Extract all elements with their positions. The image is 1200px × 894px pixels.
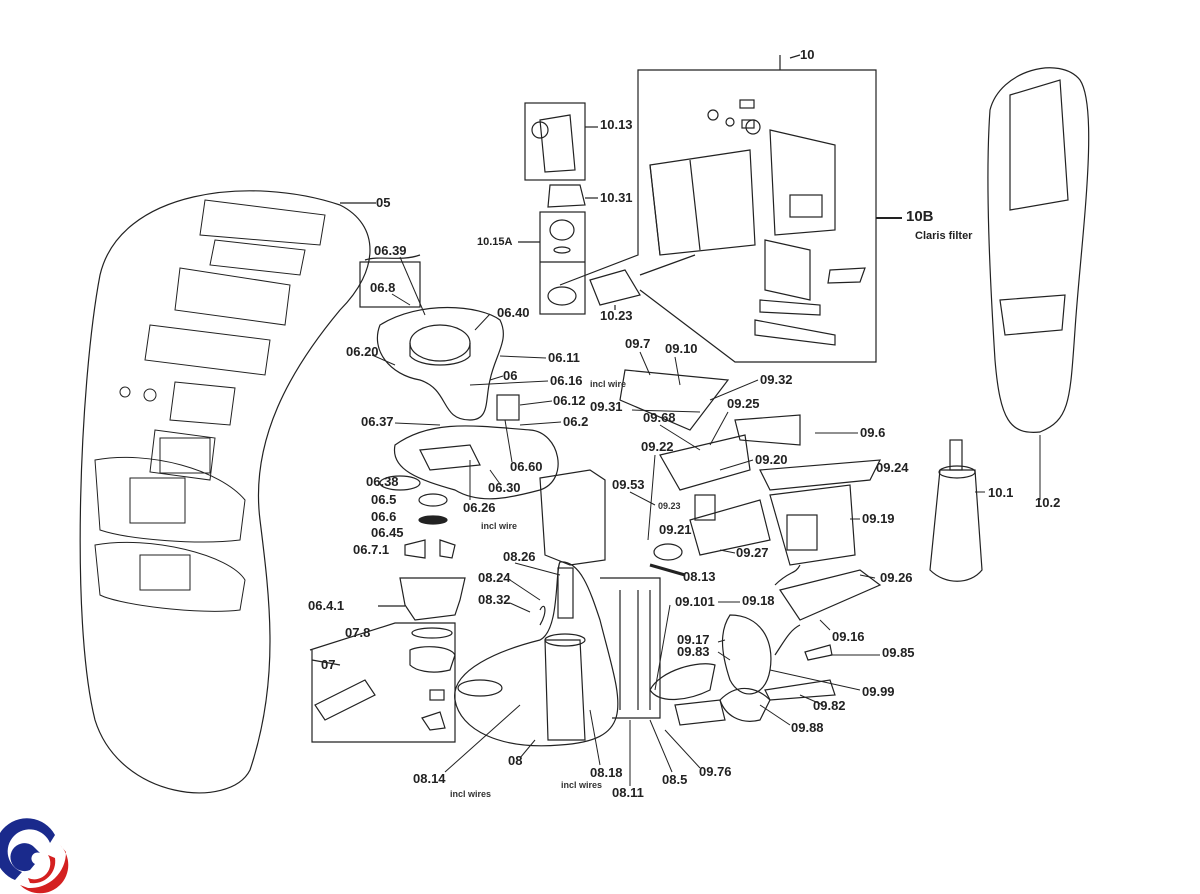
label-09-85: 09.85 (882, 645, 915, 660)
label-09-76: 09.76 (699, 764, 732, 779)
label-10b: 10B (906, 208, 934, 225)
label-06-2: 06.2 (563, 414, 589, 429)
label-10-31: 10.31 (600, 190, 633, 205)
label-06-30: 06.30 (488, 480, 521, 495)
brand-logo (0, 818, 69, 894)
label-08: 08 (508, 753, 523, 768)
label-08-32: 08.32 (478, 592, 511, 607)
label-09-10: 09.10 (665, 341, 698, 356)
label-06-60: 06.60 (510, 459, 543, 474)
label-09-32: 09.32 (760, 372, 793, 387)
valve-group-outline (619, 369, 730, 431)
label-08-14: 08.14 (413, 771, 446, 786)
label-06-37: 06.37 (361, 414, 394, 429)
label-06-16: 06.16 (550, 373, 583, 388)
label-09-16: 09.16 (832, 629, 865, 644)
label-09-20: 09.20 (755, 452, 788, 467)
chassis-frame (539, 469, 606, 566)
label-08-13: 08.13 (683, 569, 716, 584)
label-09-17: 09.17 (677, 632, 710, 647)
label-09-19: 09.19 (862, 511, 895, 526)
label-08-18: 08.18 (590, 765, 623, 780)
label-08-5: 08.5 (662, 772, 688, 787)
label-09-82: 09.82 (813, 698, 846, 713)
label-08-18-note: incl wires (561, 780, 603, 790)
label-09-83: 09.83 (677, 644, 710, 659)
leader-lines (371, 256, 1041, 786)
label-10-13: 10.13 (600, 117, 633, 132)
part-10-15a-box (539, 211, 586, 315)
label-09-22: 09.22 (641, 439, 674, 454)
label-07-8: 07.8 (345, 625, 371, 640)
label-09-99: 09.99 (862, 684, 895, 699)
label-06-11: 06.11 (548, 350, 580, 365)
label-10-23: 10.23 (600, 308, 633, 323)
label-05: 05 (376, 195, 391, 210)
water-tank-parts (649, 99, 866, 346)
label-06-16-note: incl wire (590, 379, 627, 389)
label-09-25: 09.25 (727, 396, 760, 411)
label-06-5: 06.5 (371, 492, 397, 507)
label-06-26-note: incl wire (481, 521, 518, 531)
label-06-45: 06.45 (371, 525, 404, 540)
label-06-26: 06.26 (463, 500, 496, 515)
front-panel-group-outline (79, 190, 371, 794)
pump (786, 514, 818, 551)
label-09-101: 09.101 (675, 594, 715, 609)
brew-group-head (399, 577, 466, 621)
filter-holder (987, 67, 1090, 433)
label-09-24: 09.24 (876, 460, 909, 475)
label-09-27: 09.27 (736, 545, 769, 560)
label-08-14-note: incl wires (450, 789, 492, 799)
boiler-group-outline (376, 306, 504, 421)
front-panel-parts (94, 199, 326, 612)
label-09-7: 09.7 (625, 336, 651, 351)
label-06-20: 06.20 (346, 344, 379, 359)
part-10-31 (547, 184, 586, 208)
label-10-2: 10.2 (1035, 495, 1061, 510)
label-06-40: 06.40 (497, 305, 530, 320)
label-08-24: 08.24 (478, 570, 511, 585)
label-09-21: 09.21 (659, 522, 692, 537)
boiler-cylinder (544, 639, 586, 741)
label-07: 07 (321, 657, 336, 672)
label-06-6: 06.6 (371, 509, 397, 524)
label-09-6: 09.6 (860, 425, 886, 440)
label-06-7-1: 06.7.1 (353, 542, 390, 557)
label-08-26: 08.26 (503, 549, 536, 564)
label-09-68: 09.68 (643, 410, 676, 425)
heater-group-outline (454, 561, 619, 747)
label-06-8: 06.8 (370, 280, 396, 295)
label-10-1: 10.1 (988, 485, 1014, 500)
label-08-11: 08.11 (612, 785, 644, 800)
label-06: 06 (503, 368, 518, 383)
label-10-15a: 10.15A (477, 236, 513, 248)
label-06-39: 06.39 (374, 243, 407, 258)
label-06-38: 06.38 (366, 474, 399, 489)
label-09-31: 09.31 (590, 399, 623, 414)
label-09-88: 09.88 (791, 720, 824, 735)
portafilter-group-outline (309, 622, 456, 743)
label-10: 10 (800, 47, 815, 62)
label-06-4-1: 06.4.1 (308, 598, 345, 613)
label-09-26: 09.26 (880, 570, 913, 585)
label-claris-filter: Claris filter (915, 230, 973, 242)
rods-box (600, 577, 661, 719)
label-09-23: 09.23 (658, 501, 681, 511)
claris-filter-cartridge (929, 469, 983, 582)
part-10-13-box (524, 102, 586, 181)
label-09-18: 09.18 (742, 593, 775, 608)
label-09-53: 09.53 (612, 477, 645, 492)
water-tank-group-outline (559, 69, 877, 363)
label-06-12: 06.12 (553, 393, 586, 408)
